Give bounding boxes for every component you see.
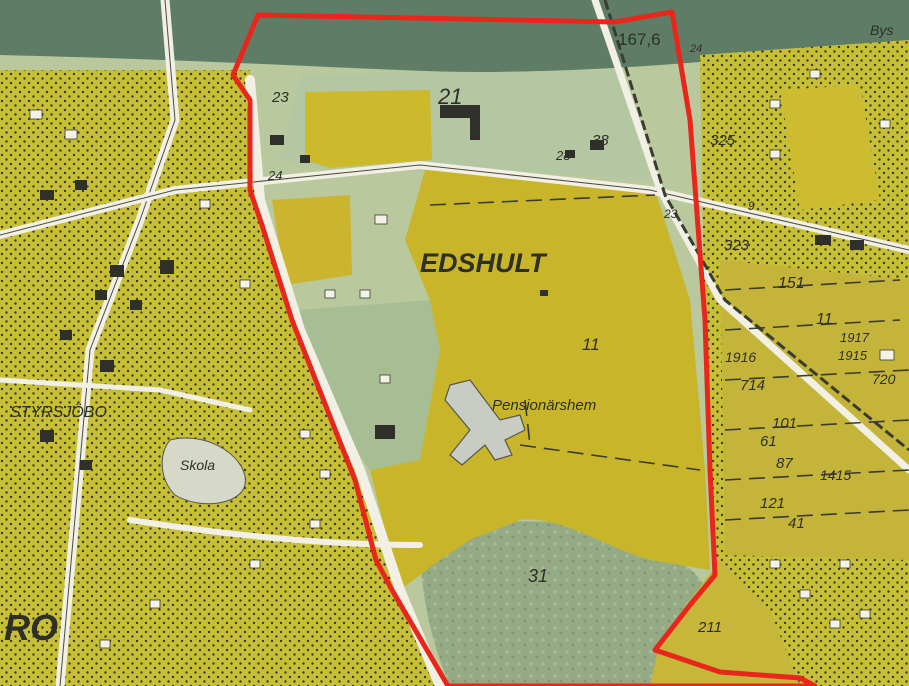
field-south-east (650, 560, 800, 686)
parcel-label: 325 (710, 132, 736, 149)
parcel-label: 101 (772, 415, 797, 432)
parcel-label: 24 (267, 168, 282, 183)
buildings (40, 105, 864, 470)
parcel-label: 1415 (820, 467, 851, 483)
boundary-line (230, 9, 818, 686)
school-building (161, 437, 246, 505)
parcel-label: 87 (776, 455, 793, 472)
parcel-label: 61 (760, 433, 777, 450)
place-label-skola: Skola (180, 457, 215, 473)
parcel-label: 11 (582, 335, 600, 354)
field-west-small (272, 195, 352, 285)
railway-line (603, 0, 909, 452)
parcel-label: 41 (788, 515, 805, 532)
parcel-label: 1916 (725, 349, 756, 365)
place-label-ro: RO (4, 607, 58, 648)
parcel-label: 31 (528, 566, 548, 586)
residential-area-west (0, 70, 440, 686)
parcel-label: 9 (748, 199, 755, 213)
parcel-label: 23 (663, 207, 678, 221)
parcel-label: 38 (592, 132, 609, 149)
place-label-pensionarshem: Pensionärshem (492, 397, 596, 414)
parcel-label: 211 (697, 619, 722, 636)
parcel-label: 151 (778, 275, 805, 292)
parcel-label: 24 (689, 43, 702, 55)
place-label-edshult: EDSHULT (420, 248, 548, 278)
parcel-label: 720 (872, 371, 896, 387)
parcel-labels: 21 23 24 28 38 325 9 23 24 323 151 11 11… (267, 43, 896, 636)
parcel-label: 11 (816, 311, 833, 328)
road-elevation-label: 167,6 (618, 30, 661, 49)
parcel-label: 21 (437, 84, 462, 109)
parcel-label: 23 (271, 89, 289, 106)
houses (29, 69, 895, 649)
place-label-bys: Bys (870, 22, 893, 38)
parcel-label: 1915 (838, 348, 868, 363)
parcel-label: 28 (555, 148, 571, 163)
parcel-label: 714 (740, 377, 765, 394)
parcel-label: 121 (760, 495, 785, 512)
field-north (305, 90, 432, 168)
field-edshult-main (370, 170, 710, 590)
forest-area-south (420, 521, 710, 686)
field-east-strips (720, 260, 909, 560)
parcel-label: 323 (724, 237, 750, 254)
parcel-label: 1917 (840, 330, 870, 345)
greenspace-mid (300, 300, 440, 470)
place-label-styrsjobo: STYRSJÖBO (10, 403, 107, 421)
water-area (0, 0, 909, 73)
pensionarshem-building (444, 379, 526, 466)
field-east-top (780, 85, 880, 210)
property-lines (429, 194, 909, 521)
